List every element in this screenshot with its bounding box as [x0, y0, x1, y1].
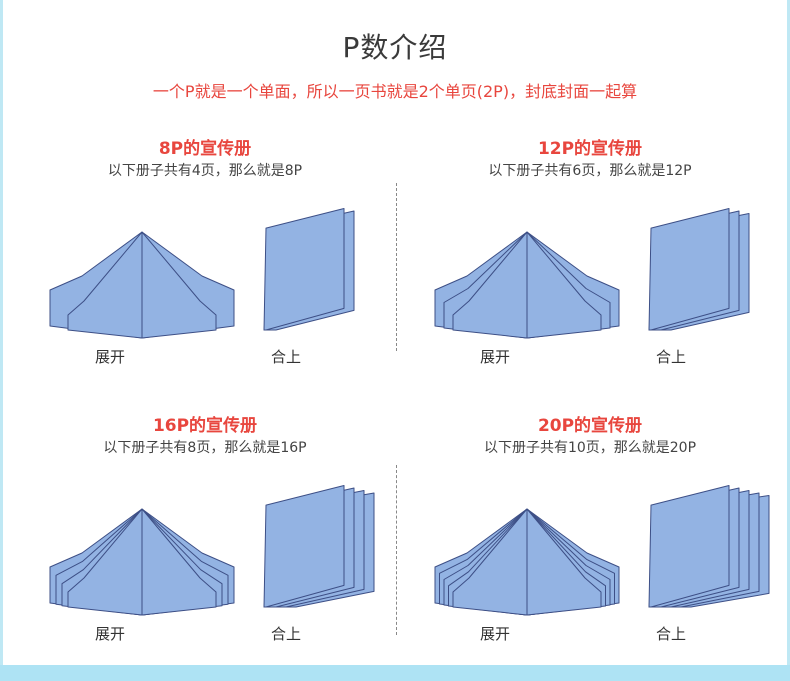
closed-page: [263, 208, 345, 331]
open-caption: 展开: [94, 625, 125, 643]
open-page-right: [526, 231, 602, 339]
closed-page: [648, 485, 730, 608]
open-caption: 展开: [94, 348, 125, 366]
closed-booklet: [648, 208, 750, 331]
divider-bottom: [396, 465, 397, 635]
closed-booklet: [263, 485, 375, 608]
panel-20p: 20P的宣传册 以下册子共有10页，那么就是20P 展开 合上: [405, 411, 775, 661]
left-edge-strip: [0, 0, 3, 681]
open-booklet: [434, 508, 620, 616]
panel-description: 以下册子共有10页，那么就是20P: [483, 440, 697, 456]
closed-page: [648, 208, 730, 331]
open-booklet: [49, 508, 235, 616]
closed-page: [263, 485, 345, 608]
open-page-right: [141, 508, 217, 616]
closed-caption: 合上: [655, 625, 686, 643]
closed-caption: 合上: [270, 625, 301, 643]
page-subtitle: 一个P就是一个单面，所以一页书就是2个单页(2P)，封底封面一起算: [152, 82, 638, 101]
open-booklet: [434, 231, 620, 339]
right-edge-strip: [787, 0, 790, 681]
panel-title: 16P的宣传册: [152, 416, 258, 436]
open-page-right: [526, 508, 602, 616]
panel-description: 以下册子共有4页，那么就是8P: [107, 163, 303, 179]
closed-booklet: [648, 485, 770, 608]
bottom-band: [0, 665, 790, 681]
panel-16p: 16P的宣传册 以下册子共有8页，那么就是16P 展开 合上: [20, 411, 390, 661]
open-booklet: [49, 231, 235, 339]
closed-booklet: [263, 208, 355, 331]
closed-caption: 合上: [655, 348, 686, 366]
panel-description: 以下册子共有6页，那么就是12P: [488, 163, 692, 179]
booklet-illustration: [49, 485, 375, 616]
panel-title: 20P的宣传册: [537, 416, 643, 436]
divider-top: [396, 183, 397, 351]
booklet-illustration: [434, 485, 770, 616]
panel-title: 8P的宣传册: [158, 139, 252, 159]
open-page-right: [141, 231, 217, 339]
booklet-illustration: [49, 208, 355, 339]
open-caption: 展开: [479, 348, 510, 366]
closed-caption: 合上: [270, 348, 301, 366]
page-title: P数介绍: [342, 31, 448, 64]
booklet-illustration: [434, 208, 750, 339]
panel-12p: 12P的宣传册 以下册子共有6页，那么就是12P 展开 合上: [405, 134, 775, 384]
panel-title: 12P的宣传册: [537, 139, 643, 159]
open-caption: 展开: [479, 625, 510, 643]
panel-description: 以下册子共有8页，那么就是16P: [103, 440, 307, 456]
panel-8p: 8P的宣传册 以下册子共有4页，那么就是8P 展开 合上: [20, 134, 390, 384]
